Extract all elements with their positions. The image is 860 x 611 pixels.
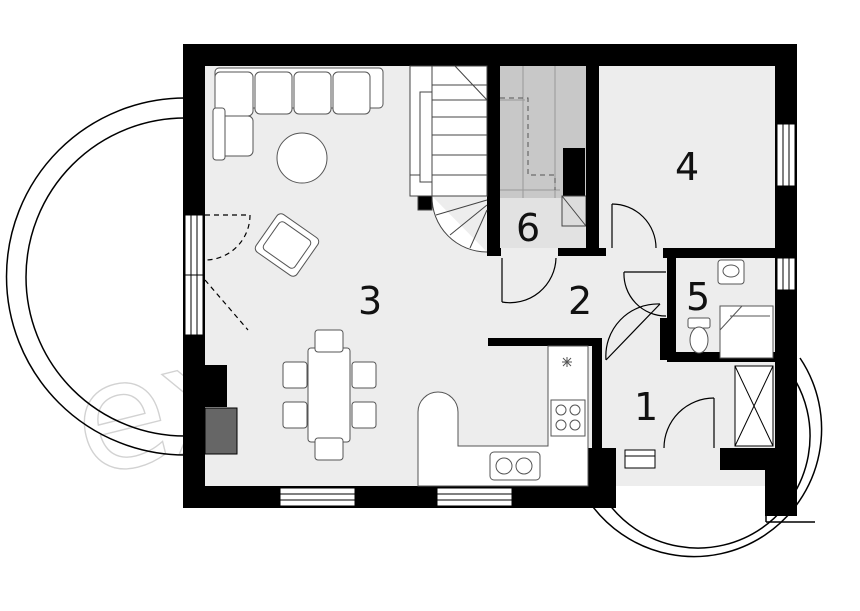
fireplace-icon: [204, 407, 238, 455]
doors: [204, 203, 715, 449]
room-labels: 1 2 3 4 5 6: [358, 145, 710, 429]
room-label-4: 4: [675, 145, 699, 189]
dining-table-icon: [282, 329, 377, 461]
room-label-2: 2: [568, 279, 592, 323]
door-icon: [204, 214, 251, 331]
room-label-3: 3: [358, 279, 382, 323]
window-icon: [776, 123, 796, 187]
windows: [184, 123, 796, 507]
sofa-icon: [212, 67, 384, 161]
washbasin-icon: [717, 259, 745, 285]
window-icon: [436, 487, 513, 507]
terrace-left: [5, 97, 186, 456]
toilet-icon: [687, 317, 711, 354]
kitchen-sink-icon: [489, 451, 541, 481]
room-label-6: 6: [516, 206, 540, 250]
door-icon: [611, 203, 657, 249]
kitchen-stove-icon: [550, 399, 586, 437]
shower-icon: [719, 305, 774, 359]
coffee-table-icon: [276, 132, 328, 184]
window-icon: [279, 487, 356, 507]
staircase-icon: [409, 65, 488, 253]
door-icon: [663, 397, 715, 449]
door-icon: [605, 303, 661, 361]
armchair-icon: [254, 213, 320, 277]
staircase-storage: [500, 66, 587, 248]
door-icon: [623, 271, 667, 317]
door-icon: [501, 257, 557, 304]
room-label-1: 1: [634, 385, 658, 429]
window-icon: [776, 257, 796, 291]
extractor-icon: [562, 357, 572, 367]
window-icon: [624, 449, 656, 469]
room-label-5: 5: [686, 275, 710, 319]
kitchen-counter: [417, 345, 589, 487]
